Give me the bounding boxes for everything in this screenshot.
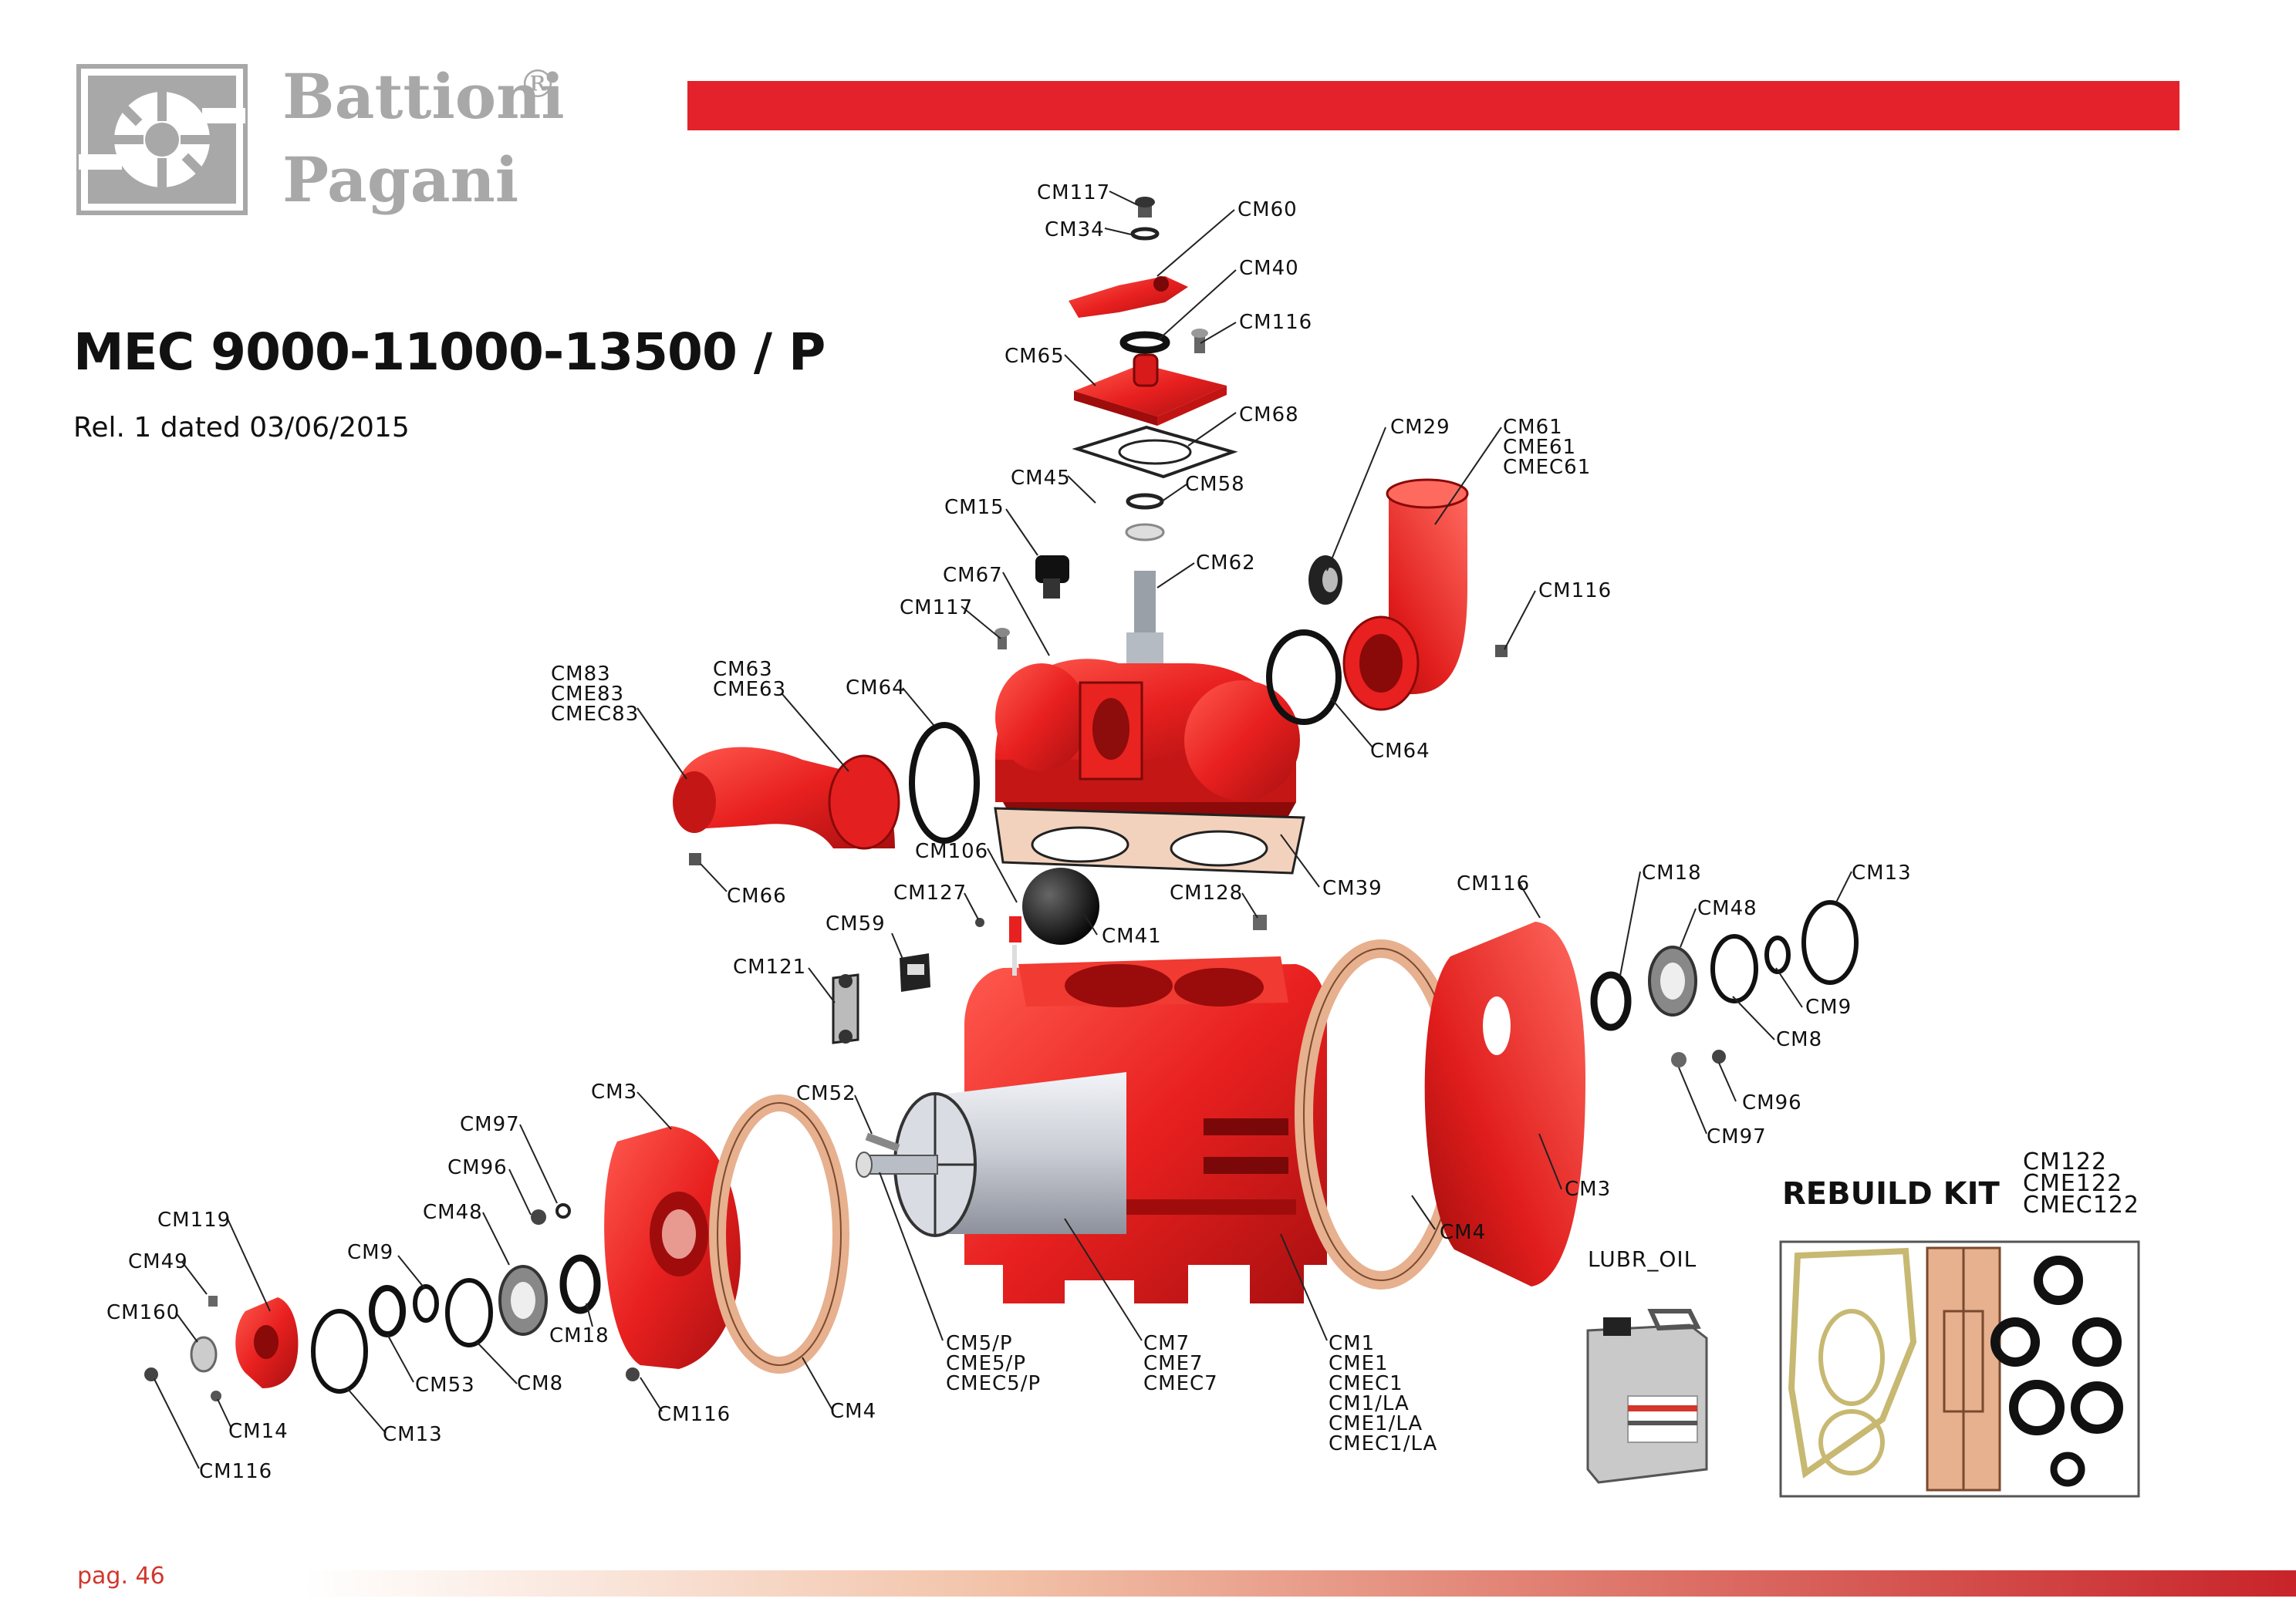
label-cm9-right: CM9 [1805, 996, 1852, 1019]
release-date: Rel. 1 dated 03/06/2015 [73, 412, 410, 443]
label-cm117-mid: CM117 [900, 596, 973, 619]
label-cm64-left: CM64 [846, 676, 906, 700]
label-cm66: CM66 [727, 885, 787, 908]
label-cm8-right: CM8 [1776, 1028, 1822, 1051]
label-cm106: CM106 [915, 840, 988, 863]
label-cm65: CM65 [1004, 345, 1065, 368]
header-red-bar [687, 81, 2180, 130]
label-cm97-right: CM97 [1707, 1125, 1767, 1148]
label-rebuild-kit-codes: CM122 CME122 CMEC122 [2023, 1148, 2139, 1219]
label-cm13-left: CM13 [383, 1423, 443, 1446]
label-cm3-right: CM3 [1565, 1178, 1611, 1201]
brand-registered-mark: ® [518, 62, 557, 106]
label-cm59: CM59 [826, 912, 886, 936]
label-cm116-right: CM116 [1538, 579, 1612, 602]
label-lubr-oil: LUBR_OIL [1588, 1246, 1697, 1272]
brand-name-line2: Pagani [282, 143, 519, 216]
label-cm18-left: CM18 [549, 1324, 609, 1347]
label-cm41: CM41 [1102, 925, 1162, 948]
label-cm52: CM52 [796, 1082, 856, 1105]
label-cm7: CM7 CME7 CMEC7 [1143, 1332, 1218, 1395]
label-cm53: CM53 [415, 1374, 475, 1397]
label-cm160: CM160 [106, 1301, 180, 1324]
label-cm40: CM40 [1239, 257, 1299, 280]
label-cm62: CM62 [1196, 551, 1256, 575]
label-cm48-right: CM48 [1697, 897, 1757, 920]
page-number: pag. 46 [77, 1563, 165, 1590]
label-cm4-right: CM4 [1440, 1221, 1486, 1244]
label-cm83: CM83 CME83 CMEC83 [551, 663, 639, 726]
label-cm48-left: CM48 [423, 1201, 483, 1224]
label-cm67: CM67 [943, 564, 1003, 587]
part-labels: CM117 CM34 CM60 CM40 CM116 CM65 CM68 CM2… [106, 181, 2139, 1483]
label-cm97-left: CM97 [460, 1113, 520, 1136]
label-cm13-right: CM13 [1852, 862, 1912, 885]
label-cm8-left: CM8 [517, 1372, 563, 1395]
label-cm127: CM127 [893, 882, 967, 905]
label-cm14: CM14 [228, 1420, 289, 1443]
label-cm3-left: CM3 [591, 1081, 637, 1104]
label-cm9-left: CM9 [347, 1241, 393, 1264]
label-cm18-right: CM18 [1642, 862, 1702, 885]
label-cm121: CM121 [733, 956, 806, 979]
label-cm116-bottom: CM116 [199, 1460, 272, 1483]
leader-lines [154, 191, 1852, 1469]
label-cm116-top: CM116 [1239, 311, 1312, 334]
label-cm68: CM68 [1239, 403, 1299, 427]
brand-name-line1: Battioni [282, 60, 565, 133]
label-cm5: CM5/P CME5/P CMEC5/P [946, 1332, 1041, 1395]
label-cm64-right: CM64 [1370, 740, 1430, 763]
rebuild-kit-box [1779, 1240, 2140, 1498]
label-cm119: CM119 [157, 1209, 231, 1232]
label-cm39: CM39 [1322, 877, 1383, 900]
label-cm63: CM63 CME63 [713, 658, 786, 701]
parts-illustration [144, 197, 2140, 1498]
label-cm96-right: CM96 [1742, 1091, 1802, 1114]
lubricant-can [1586, 1309, 1708, 1484]
label-cm116-low: CM116 [657, 1403, 731, 1426]
label-cm49: CM49 [128, 1250, 188, 1273]
brand-logo [76, 64, 248, 215]
label-cm1: CM1 CME1 CMEC1 CM1/LA CME1/LA CMEC1/LA [1329, 1332, 1437, 1455]
label-cm60: CM60 [1237, 198, 1298, 221]
label-cm45: CM45 [1011, 467, 1071, 490]
rebuild-kit-title: REBUILD KIT [1782, 1176, 2000, 1212]
label-cm15: CM15 [944, 496, 1004, 519]
label-cm117-top: CM117 [1037, 181, 1110, 204]
footer-gradient-bar [305, 1570, 2296, 1597]
label-cm61: CM61 CME61 CMEC61 [1503, 416, 1591, 479]
label-cm58: CM58 [1185, 473, 1245, 496]
label-cm96-left: CM96 [447, 1156, 508, 1179]
label-cm34: CM34 [1045, 218, 1105, 241]
label-cm128: CM128 [1170, 882, 1243, 905]
label-cm29: CM29 [1390, 416, 1450, 439]
label-cm4-left: CM4 [830, 1400, 876, 1423]
page-title: MEC 9000-11000-13500 / P [73, 322, 826, 382]
label-cm116-mid: CM116 [1457, 872, 1530, 895]
